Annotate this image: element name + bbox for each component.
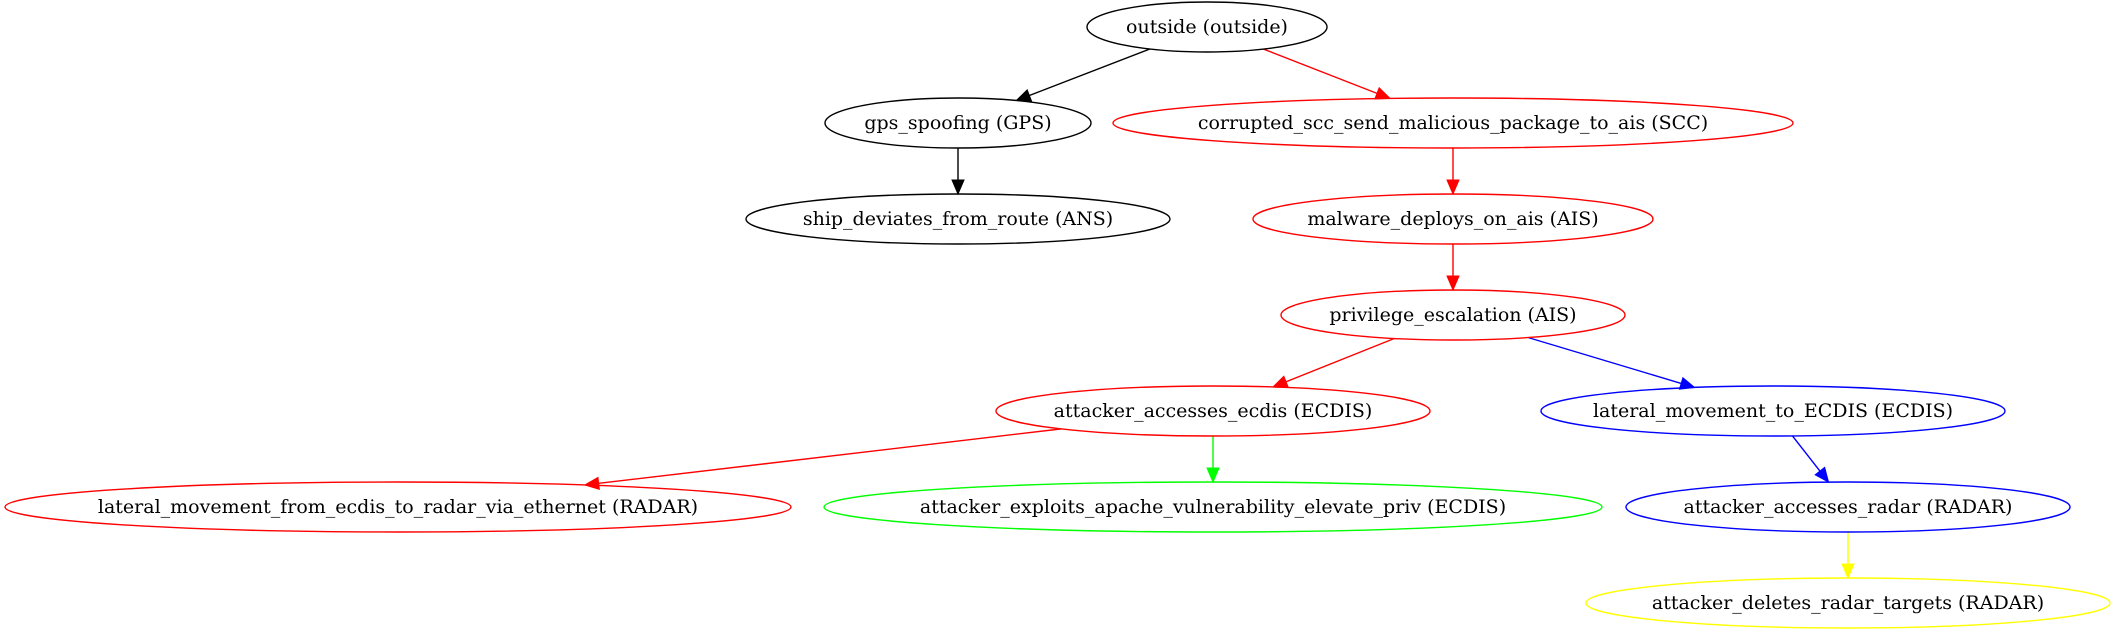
edge-radar-to-delete	[1841, 532, 1855, 580]
node-ellipse	[995, 385, 1431, 437]
node-label: attacker_exploits_apache_vulnerability_e…	[920, 496, 1506, 518]
node-ellipse	[1086, 1, 1328, 53]
arrowhead-icon	[1446, 275, 1460, 292]
edge-outside-to-scc	[1263, 48, 1392, 100]
node-scc: corrupted_scc_send_malicious_package_to_…	[1112, 97, 1794, 149]
node-ellipse	[824, 97, 1092, 149]
node-latecdis: lateral_movement_to_ECDIS (ECDIS)	[1540, 385, 2006, 437]
node-ans: ship_deviates_from_route (ANS)	[745, 193, 1171, 245]
edge-ecdis-to-apache	[1206, 436, 1220, 484]
arrowhead-icon	[1446, 179, 1460, 196]
node-label: malware_deploys_on_ais (AIS)	[1307, 208, 1598, 230]
node-radar: attacker_accesses_radar (RADAR)	[1625, 481, 2071, 533]
edge-malware-to-priv	[1446, 244, 1460, 292]
arrowhead-icon	[1271, 375, 1290, 388]
edge-line	[598, 428, 1062, 485]
arrowhead-icon	[1841, 563, 1855, 580]
node-ellipse	[1252, 193, 1654, 245]
node-gps: gps_spoofing (GPS)	[824, 97, 1092, 149]
node-label: attacker_accesses_ecdis (ECDIS)	[1054, 400, 1373, 422]
node-ellipse	[1112, 97, 1794, 149]
node-priv: privilege_escalation (AIS)	[1280, 289, 1626, 341]
arrowhead-icon	[1015, 89, 1033, 102]
edge-outside-to-gps	[1015, 48, 1151, 102]
arrowhead-icon	[951, 179, 965, 196]
edges-layer	[583, 48, 1855, 580]
node-label: ship_deviates_from_route (ANS)	[803, 208, 1113, 230]
edge-priv-to-ecdis	[1271, 337, 1395, 388]
edge-line	[1527, 336, 1682, 385]
node-ellipse	[4, 481, 792, 533]
node-label: outside (outside)	[1126, 16, 1288, 38]
edge-line	[1791, 435, 1821, 472]
edge-ecdis-to-latradar	[583, 428, 1062, 491]
edge-latecdis-to-radar	[1791, 435, 1830, 484]
node-ellipse	[745, 193, 1171, 245]
arrowhead-icon	[1814, 466, 1830, 484]
node-ellipse	[1585, 577, 2111, 629]
node-label: privilege_escalation (AIS)	[1329, 304, 1576, 326]
arrowhead-icon	[1206, 467, 1220, 484]
node-label: lateral_movement_from_ecdis_to_radar_via…	[98, 496, 698, 518]
node-label: attacker_deletes_radar_targets (RADAR)	[1652, 592, 2044, 614]
nodes-layer: outside (outside) gps_spoofing (GPS) corru…	[4, 1, 2111, 629]
node-delete: attacker_deletes_radar_targets (RADAR)	[1585, 577, 2111, 629]
arrowhead-icon	[1374, 86, 1392, 100]
node-label: gps_spoofing (GPS)	[864, 112, 1051, 134]
node-ellipse	[1540, 385, 2006, 437]
edge-scc-to-malware	[1446, 148, 1460, 196]
node-label: attacker_accesses_radar (RADAR)	[1684, 496, 2013, 518]
node-ellipse	[1625, 481, 2071, 533]
edge-gps-to-ans	[951, 148, 965, 196]
edge-line	[1263, 48, 1378, 94]
node-apache: attacker_exploits_apache_vulnerability_e…	[823, 481, 1603, 533]
arrowhead-icon	[583, 476, 600, 491]
node-malware: malware_deploys_on_ais (AIS)	[1252, 193, 1654, 245]
node-outside: outside (outside)	[1086, 1, 1328, 53]
node-ecdis: attacker_accesses_ecdis (ECDIS)	[995, 385, 1431, 437]
node-latradar: lateral_movement_from_ecdis_to_radar_via…	[4, 481, 792, 533]
edge-priv-to-latecdis	[1527, 336, 1696, 390]
node-ellipse	[823, 481, 1603, 533]
edge-line	[1285, 337, 1395, 383]
node-label: corrupted_scc_send_malicious_package_to_…	[1198, 112, 1708, 134]
edge-line	[1029, 48, 1151, 97]
node-label: lateral_movement_to_ECDIS (ECDIS)	[1593, 400, 1953, 422]
node-ellipse	[1280, 289, 1626, 341]
